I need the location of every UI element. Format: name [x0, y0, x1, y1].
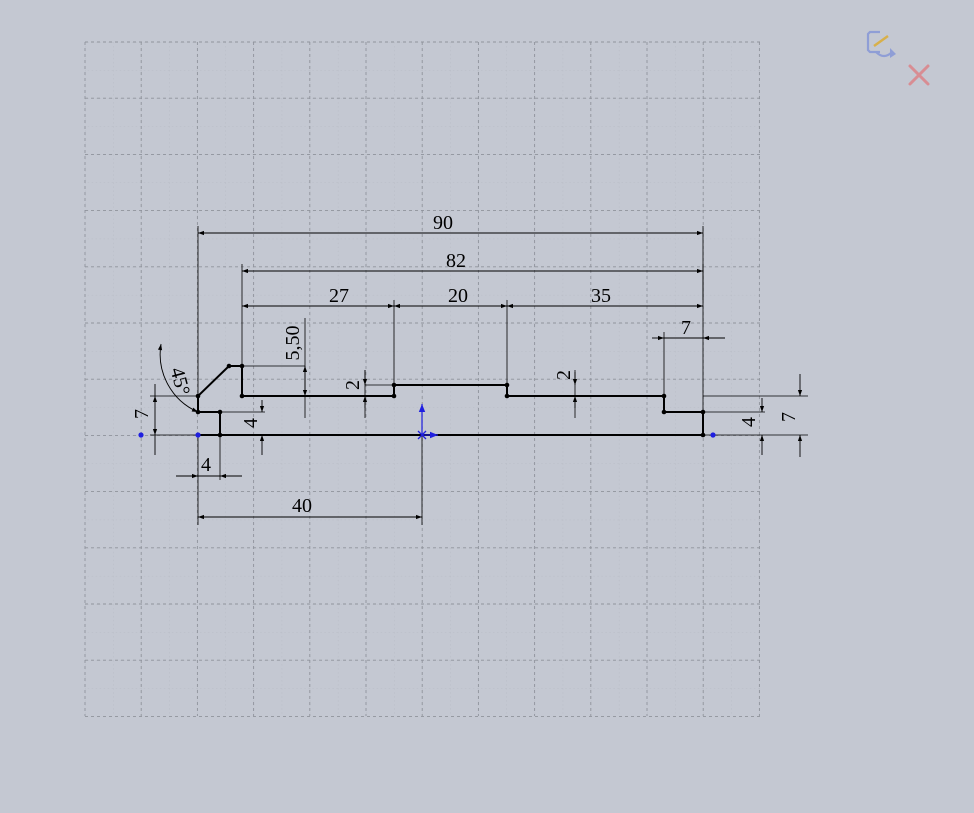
dim-right-height[interactable]: 7	[778, 412, 800, 422]
dim-right-step-width[interactable]: 7	[681, 317, 691, 339]
close-icon[interactable]	[904, 60, 930, 86]
dim-chamfer-height[interactable]: 5,50	[282, 326, 304, 361]
dim-origin-offset[interactable]: 40	[292, 495, 312, 517]
dim-left-step-width[interactable]: 4	[201, 454, 211, 476]
dimension-lines	[152, 230, 803, 520]
dim-right-step-height[interactable]: 4	[738, 417, 760, 427]
dimension-labels[interactable]: 90 82 27 20 35 7 5,50 2 2 45° 7 4 4 40 4…	[131, 212, 800, 517]
dim-left-segment[interactable]: 27	[329, 285, 349, 307]
dim-right-depth[interactable]: 2	[553, 370, 575, 380]
dim-overall-width[interactable]: 90	[433, 212, 453, 234]
dim-left-height[interactable]: 7	[131, 409, 153, 419]
sketch-origin[interactable]	[138, 404, 716, 440]
confirmation-corner	[862, 26, 942, 90]
dim-inner-width[interactable]: 82	[446, 250, 466, 272]
profile-outline[interactable]	[197, 365, 704, 436]
dim-left-step-height[interactable]: 4	[240, 418, 262, 428]
rebuild-sketch-icon[interactable]	[862, 26, 902, 66]
sketch-profile[interactable]	[197, 365, 704, 436]
dim-middle-depth[interactable]: 2	[342, 380, 364, 390]
dim-middle-segment[interactable]: 20	[448, 285, 468, 307]
dim-right-segment[interactable]: 35	[591, 285, 611, 307]
